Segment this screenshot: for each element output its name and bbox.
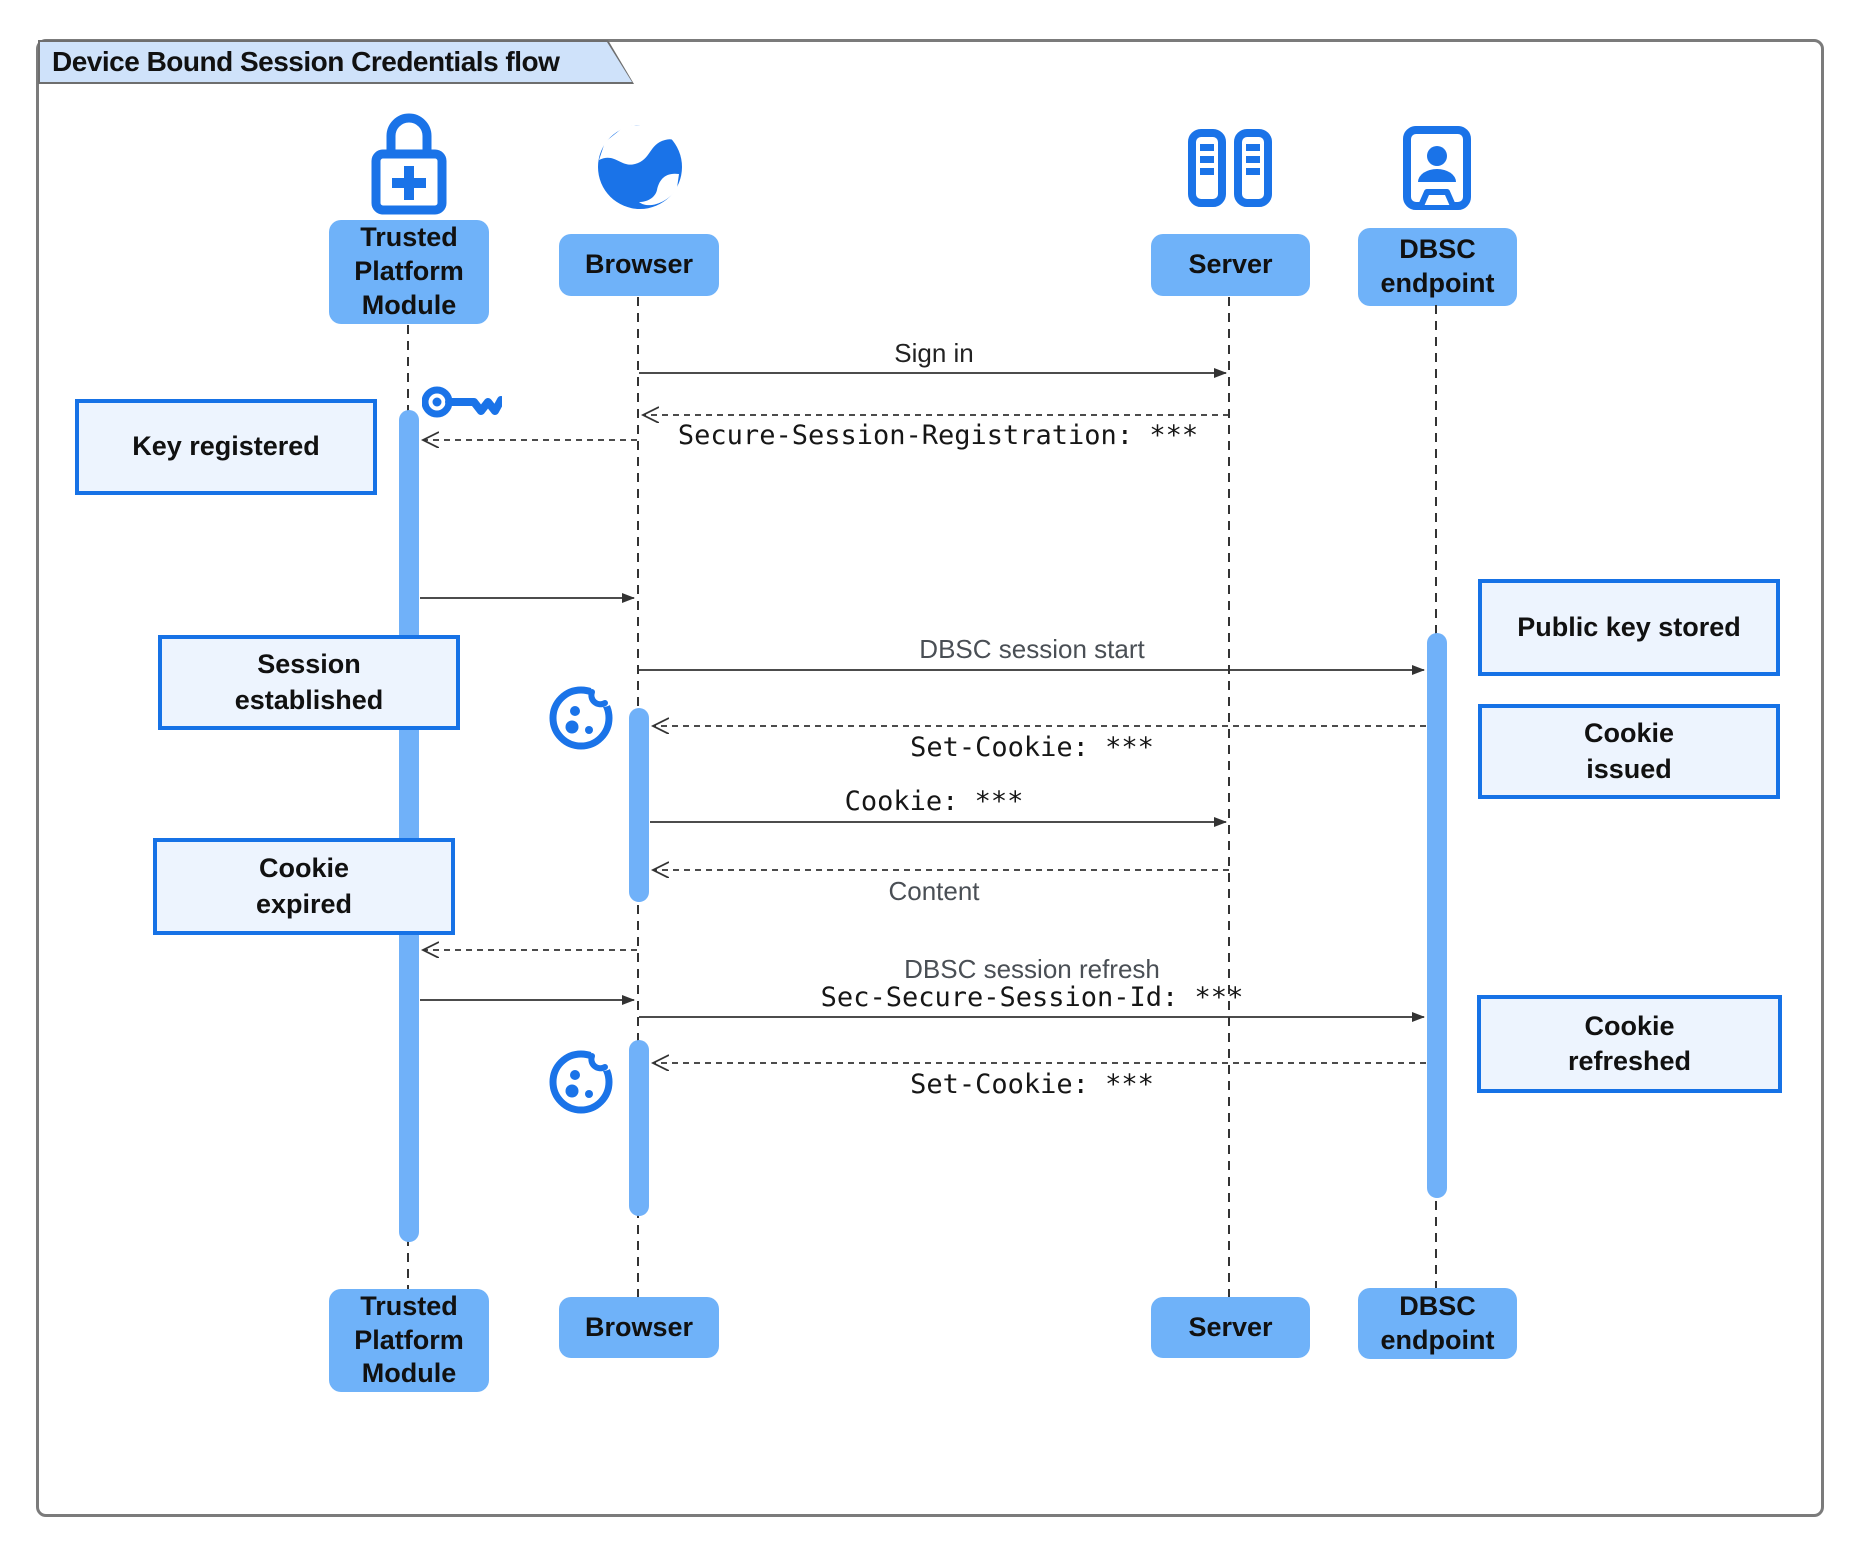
server-racks-icon xyxy=(1188,129,1272,207)
actor-label: DBSC endpoint xyxy=(1380,1290,1495,1355)
cookie-icon xyxy=(549,1048,615,1114)
lock-plus-icon xyxy=(371,113,447,215)
note-key-registered: Key registered xyxy=(75,399,377,495)
message-label-cookie: Cookie: *** xyxy=(844,786,1024,817)
note-cookie-expired: Cookie expired xyxy=(153,838,455,935)
activation-bar-dbsc xyxy=(1427,633,1447,1198)
activation-bar-tpm xyxy=(399,410,419,1242)
actor-bottom-browser: Browser xyxy=(559,1297,719,1358)
message-label-secure-session-registration: Secure-Session-Registration: *** xyxy=(677,420,1199,451)
actor-bottom-dbsc: DBSC endpoint xyxy=(1358,1288,1517,1359)
actor-bottom-tpm: Trusted Platform Module xyxy=(329,1289,489,1392)
actor-bottom-server: Server xyxy=(1151,1297,1310,1358)
actor-top-dbsc: DBSC endpoint xyxy=(1358,228,1517,306)
actor-top-browser: Browser xyxy=(559,234,719,296)
diagram-title-tab: Device Bound Session Credentials flow xyxy=(38,40,634,84)
vault-person-icon xyxy=(1403,126,1471,210)
note-public-key-stored: Public key stored xyxy=(1478,579,1780,676)
activation-bar-browser-2 xyxy=(629,1040,649,1216)
actor-label: Browser xyxy=(584,249,694,280)
message-label-sec-secure-session-id: Sec-Secure-Session-Id: *** xyxy=(820,982,1244,1013)
actor-top-server: Server xyxy=(1151,234,1310,296)
actor-label: DBSC endpoint xyxy=(1380,234,1495,298)
actor-label: Server xyxy=(1188,1311,1273,1342)
globe-icon xyxy=(598,124,682,209)
message-label-content: Content xyxy=(888,876,980,906)
diagram-title: Device Bound Session Credentials flow xyxy=(40,42,632,82)
activation-bar-browser-1 xyxy=(629,708,649,902)
actor-label: Server xyxy=(1188,249,1273,280)
message-label-dbsc-session-refresh: DBSC session refresh xyxy=(904,954,1160,984)
key-icon xyxy=(422,386,502,418)
message-label-dbsc-session-start: DBSC session start xyxy=(919,634,1145,664)
message-label-set-cookie-2: Set-Cookie: *** xyxy=(910,1069,1154,1100)
actor-label: Trusted Platform Module xyxy=(354,1290,464,1389)
actor-label: Browser xyxy=(584,1311,694,1342)
actor-label: Trusted Platform Module xyxy=(354,222,464,320)
note-cookie-refreshed: Cookie refreshed xyxy=(1477,995,1782,1093)
actor-top-tpm: Trusted Platform Module xyxy=(329,220,489,324)
note-session-established: Session established xyxy=(158,635,460,730)
note-cookie-issued: Cookie issued xyxy=(1478,704,1780,799)
message-label-set-cookie-1: Set-Cookie: *** xyxy=(910,732,1154,763)
diagram-title-text: Device Bound Session Credentials flow xyxy=(52,46,560,77)
message-label-sign-in: Sign in xyxy=(894,338,974,368)
cookie-icon xyxy=(549,684,615,750)
